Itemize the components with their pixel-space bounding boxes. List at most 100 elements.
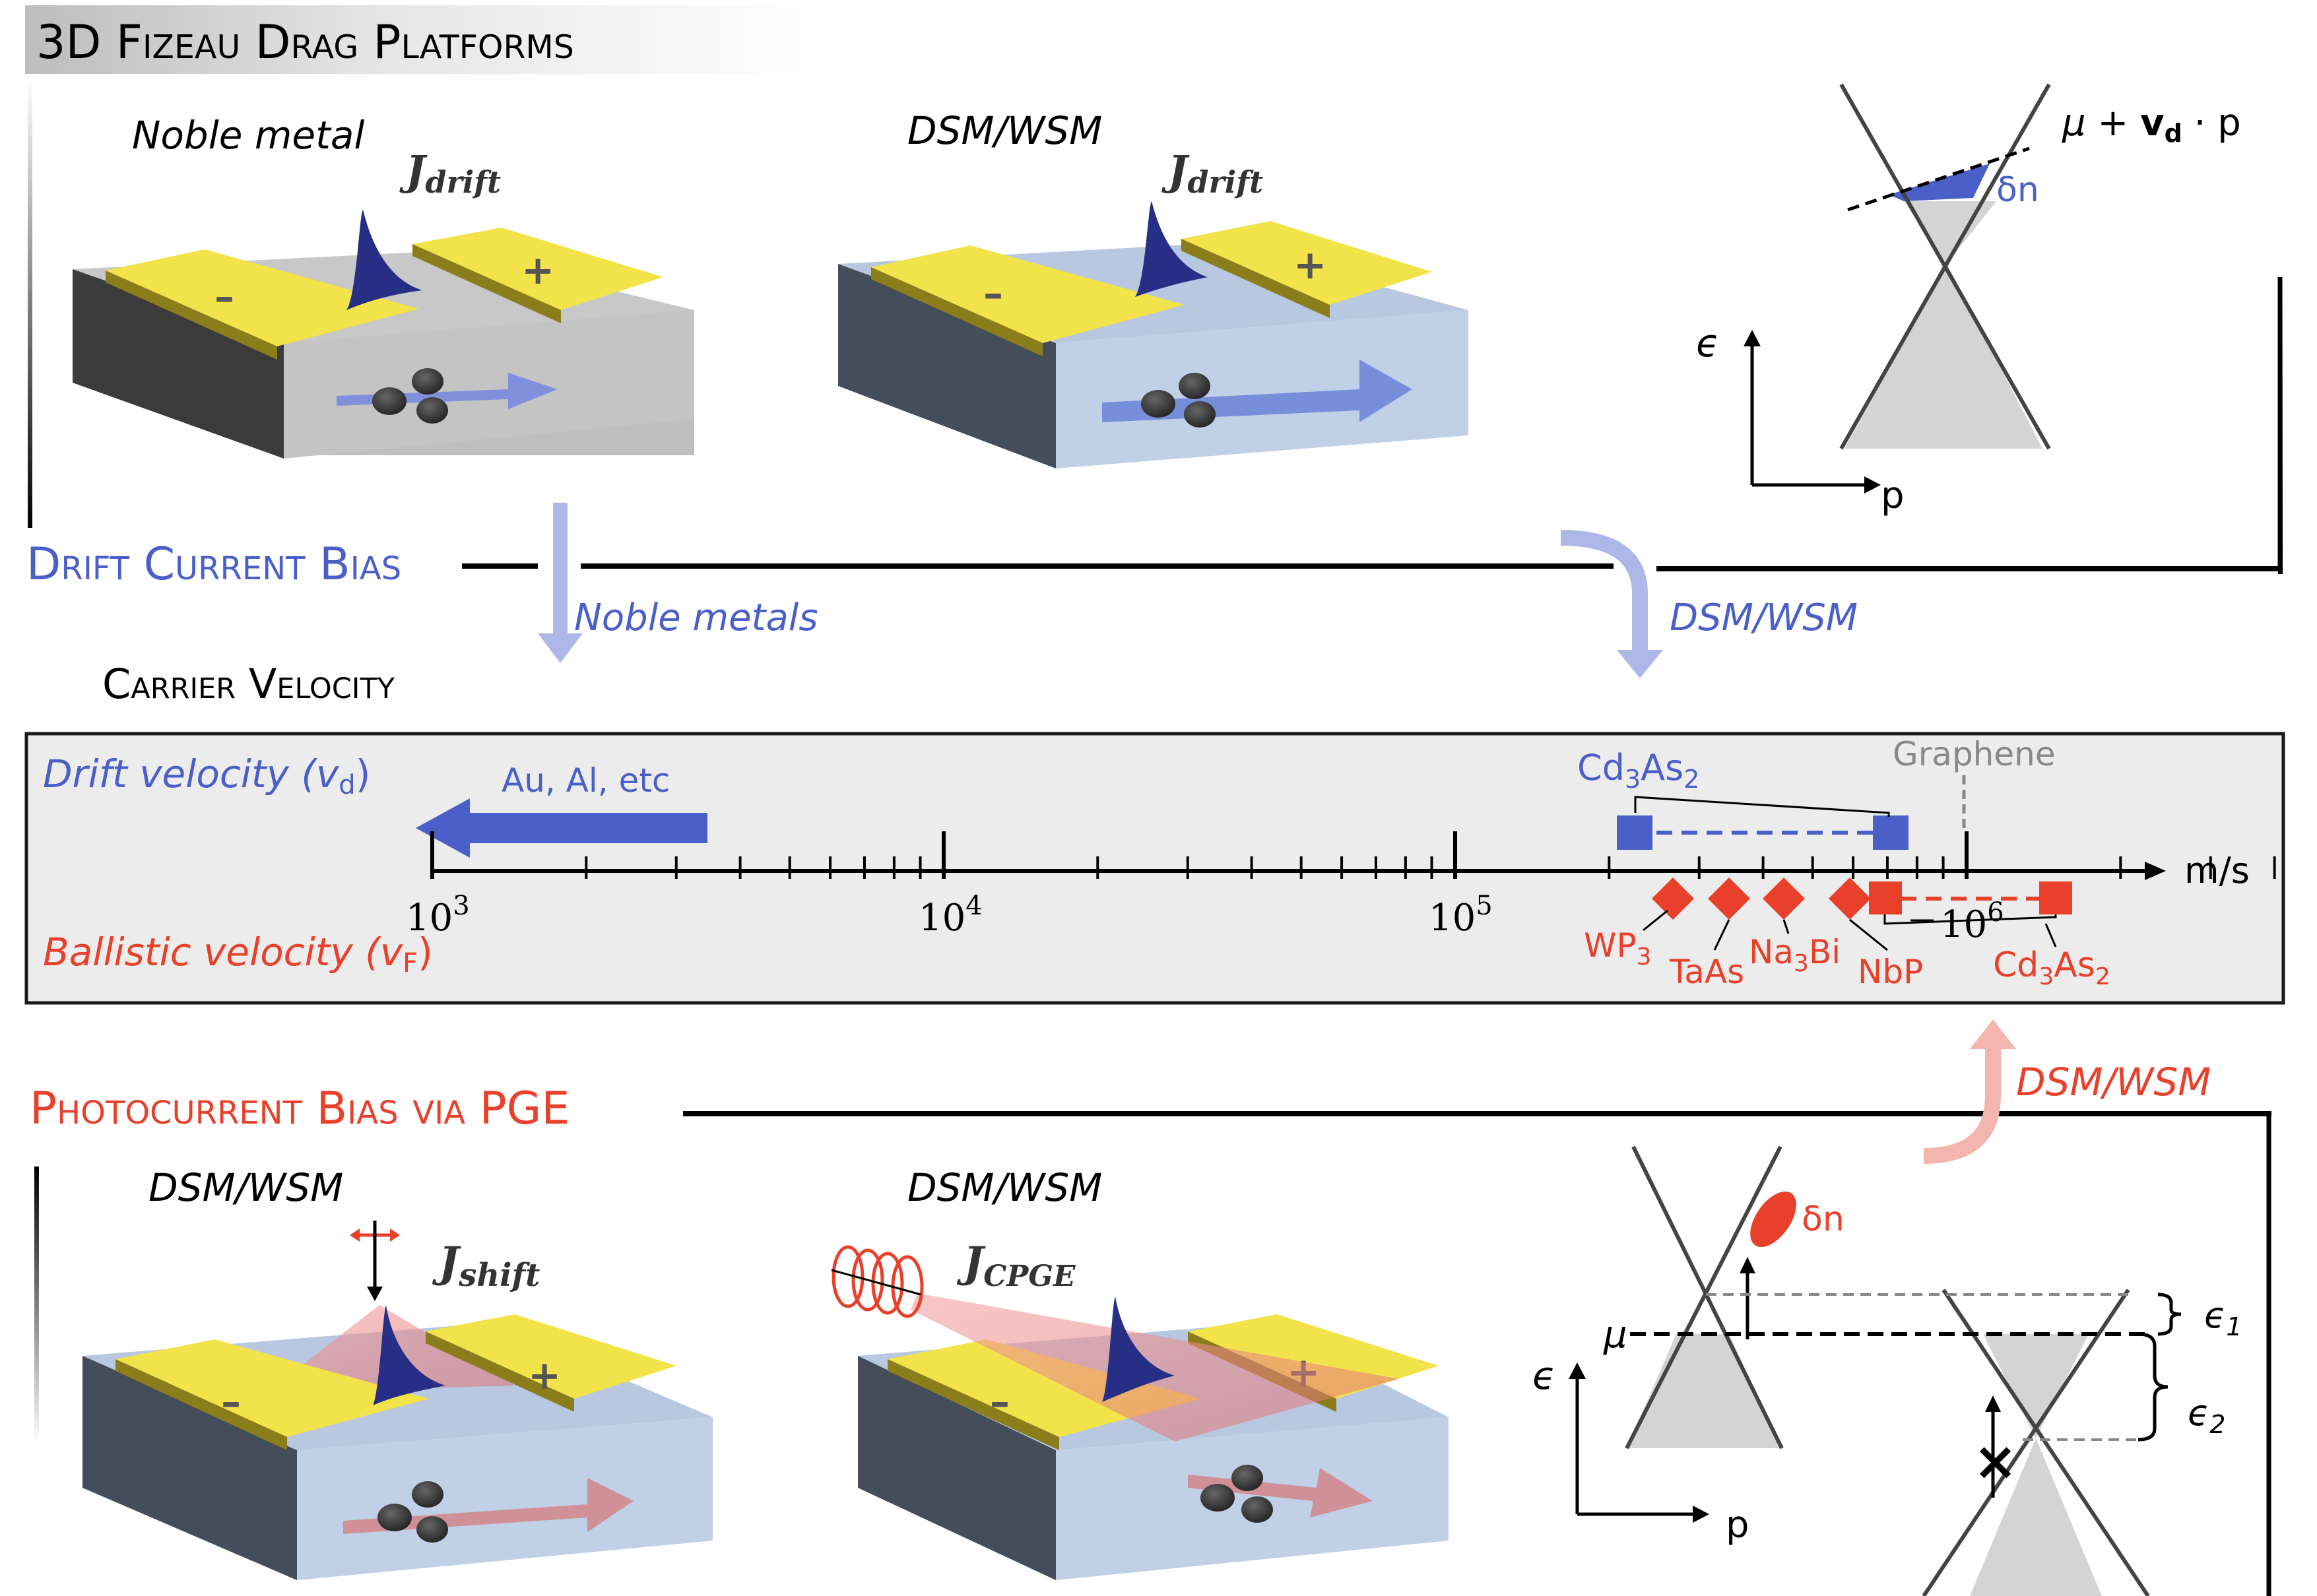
- tick-label: 104: [919, 891, 983, 940]
- photo-dsm-arrow: DSM/WSM: [1923, 1019, 2211, 1164]
- fermi-label: μ + vd · p: [2062, 102, 2241, 148]
- polarization-arrowhead: [390, 1229, 400, 1242]
- photo-dispersion-diagram: δn × μ ϵ1 ϵ2 ϵ p: [1532, 1145, 2242, 1596]
- electron: [1200, 1484, 1235, 1512]
- electron: [1231, 1465, 1263, 1491]
- electrode-minus-side: [115, 1359, 287, 1450]
- dsm-arrow-label: DSM/WSM: [1670, 596, 1858, 639]
- cd3as2-ballistic-label: Cd3As2: [1993, 945, 2110, 990]
- blocked-mark: ×: [1973, 1430, 2017, 1492]
- shift-panel-label: DSM/WSM: [148, 1165, 343, 1210]
- current-label: Jdrift: [1161, 146, 1263, 200]
- frame-left-top: [28, 79, 32, 528]
- wp3-label: WP3: [1584, 926, 1652, 971]
- marker-leader: [1643, 909, 1668, 932]
- dsm-label: DSM/WSM: [907, 108, 1102, 153]
- electron: [377, 1504, 412, 1531]
- electron: [1184, 401, 1216, 428]
- electron: [416, 1516, 448, 1543]
- electron: [1241, 1496, 1273, 1523]
- electrode-minus-side: [888, 1359, 1059, 1450]
- delta-n-label: δn: [1996, 170, 2039, 210]
- velocity-unit: m/s: [2184, 850, 2250, 891]
- tick-label: 103: [406, 891, 470, 940]
- drift-arrow: [1102, 360, 1412, 422]
- minus-sign: –: [214, 274, 234, 320]
- electrode-plus-side: [1181, 239, 1330, 318]
- plus-sign: +: [1293, 242, 1326, 288]
- cd3as2-drift-high-marker: [1873, 815, 1909, 850]
- current-label: Jshift: [432, 1238, 540, 1294]
- tilted-fermi-level: [1847, 146, 2030, 212]
- taas-marker: [1708, 878, 1750, 920]
- axis-y-label: ϵ: [1532, 1353, 1556, 1398]
- tick-label: 106: [1940, 897, 2004, 946]
- electron: [1179, 373, 1210, 399]
- photo-section-heading: Photocurrent Bias via PGE: [30, 1083, 570, 1135]
- slab-side: [73, 269, 284, 459]
- wavepacket: [346, 210, 422, 310]
- light-direction-line: [831, 1269, 921, 1296]
- dsm-arrow: DSM/WSM: [1560, 530, 1858, 678]
- minus-sign: –: [990, 1379, 1010, 1425]
- page-title: 3D Fizeau Drag Platforms: [36, 15, 574, 69]
- wavepacket: [373, 1305, 445, 1405]
- eps2-label: ϵ2: [2188, 1392, 2225, 1439]
- cone-line: [1942, 1289, 2150, 1596]
- current-label: JCPGE: [956, 1238, 1076, 1293]
- electrode-minus-side: [871, 267, 1043, 356]
- electrode-minus: [106, 249, 419, 346]
- wavepacket: [1102, 1296, 1175, 1402]
- transition-arrowhead: [1740, 1257, 1755, 1273]
- excited-carrier-spot: [1750, 1191, 1796, 1248]
- frame-left-bottom: [34, 1166, 39, 1444]
- marker-leader: [1713, 919, 1730, 951]
- electrode-plus: [426, 1314, 676, 1399]
- slab-side: [82, 1356, 297, 1580]
- dsm-drift-device: DSM/WSM – + Jdrift: [838, 108, 1468, 468]
- lower-cone-fill: [1844, 264, 2042, 449]
- plus-sign: +: [521, 247, 554, 294]
- cone-line: [1839, 83, 2051, 450]
- light-incidence-arrowhead: [367, 1287, 383, 1301]
- marker-leader: [1782, 919, 1790, 934]
- taas-label: TaAs: [1669, 953, 1744, 991]
- slab-side: [858, 1356, 1056, 1580]
- cpge-device: DSM/WSM – + JCPGE: [831, 1165, 1449, 1580]
- minus-sign: –: [221, 1379, 241, 1425]
- slab-front: [284, 310, 694, 459]
- lower-cone-fill: [1983, 1334, 2089, 1438]
- drift-dispersion-diagram: μ + vd · p δn ϵ p: [1696, 83, 2241, 517]
- wp3-marker: [1652, 878, 1694, 920]
- velocity-axis-ticks: [430, 831, 2276, 879]
- noble-drift-arrow: Au, Al, etc: [416, 761, 707, 858]
- wavepacket: [1135, 201, 1208, 297]
- electron: [416, 397, 448, 424]
- drift-velocity-label: Drift velocity (vd): [43, 751, 370, 800]
- ballistic-markers: WP3 TaAs Na3Bi NbP: [1584, 878, 1923, 991]
- velocity-section-heading: Carrier Velocity: [102, 660, 395, 708]
- axis-x-label: p: [1726, 1504, 1749, 1547]
- shift-current-device: DSM/WSM – + Jshift: [82, 1165, 713, 1580]
- electron: [412, 368, 443, 395]
- electrode-minus: [115, 1339, 429, 1437]
- slab-front: [1056, 310, 1468, 468]
- brace-eps1: [2157, 1293, 2182, 1336]
- cone-line: [1922, 1289, 2130, 1596]
- delta-n-label: δn: [1802, 1199, 1844, 1239]
- electrode-plus-side: [426, 1331, 574, 1412]
- cd3as2-ballistic-range: Cd3As2: [1869, 881, 2110, 990]
- polarization-arrowhead: [350, 1229, 360, 1242]
- noble-drift-arrow-label: Au, Al, etc: [502, 761, 670, 800]
- axis-x-label: p: [1881, 474, 1905, 517]
- marker-leader: [1849, 918, 1888, 951]
- cone-line: [1631, 1145, 1784, 1450]
- plus-sign: +: [528, 1353, 561, 1399]
- cone-line: [1625, 1145, 1782, 1450]
- axis-y-arrowhead: [1744, 330, 1761, 346]
- photocurrent-arrow: [343, 1478, 634, 1534]
- na3bi-label: Na3Bi: [1749, 933, 1841, 977]
- tick-label: 105: [1429, 891, 1493, 940]
- nbp-label: NbP: [1858, 953, 1923, 991]
